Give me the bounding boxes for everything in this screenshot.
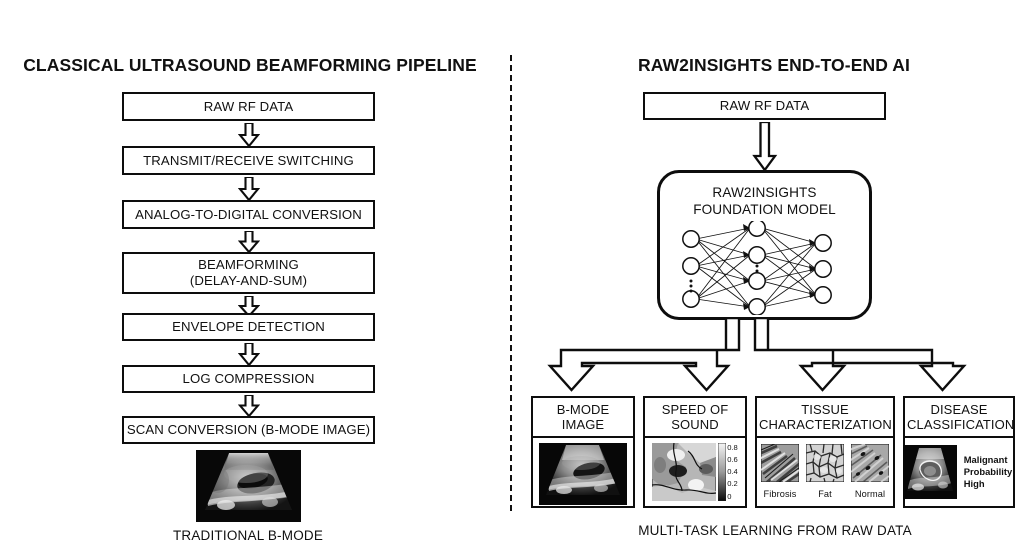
flow-arrow-down-6 bbox=[238, 395, 260, 417]
output-card-disease-classification: DISEASE CLASSIFICATION bbox=[902, 396, 1016, 508]
output-card-title-line2: CLASSIFICATION bbox=[907, 417, 1015, 433]
output-card-title: B-MODE IMAGE bbox=[533, 398, 633, 439]
speed-of-sound-visual: 0.8 0.6 0.4 0.2 0 bbox=[652, 443, 738, 502]
output-card-body: Malignant Probability: High bbox=[902, 438, 1016, 506]
colorbar-tick: 0.4 bbox=[727, 467, 738, 477]
output-card-body: 0.8 0.6 0.4 0.2 0 bbox=[645, 438, 745, 506]
right-panel-caption: MULTI-TASK LEARNING FROM RAW DATA bbox=[638, 523, 912, 538]
pipeline-step-log-compression: LOG COMPRESSION bbox=[122, 365, 375, 393]
colorbar-tick: 0 bbox=[727, 491, 732, 501]
tissue-tile-label: Fat bbox=[818, 489, 832, 500]
neural-network-diagram bbox=[682, 219, 854, 316]
tissue-tile-label: Normal bbox=[854, 489, 886, 500]
tissue-tile-fat: Fat bbox=[805, 443, 845, 500]
segmented-lesion-thumbnail bbox=[902, 445, 957, 500]
colorbar-tick: 0.8 bbox=[727, 443, 738, 453]
pipeline-step-label: TRANSMIT/RECEIVE SWITCHING bbox=[143, 152, 354, 168]
tissue-tile-normal: Normal bbox=[848, 443, 890, 500]
foundation-model-title-line1: RAW2INSIGHTS bbox=[712, 185, 817, 200]
flow-arrow-to-model bbox=[752, 122, 778, 171]
output-card-tissue-characterization: TISSUE CHARACTERIZATION bbox=[755, 396, 895, 508]
tissue-tile-fibrosis: Fibrosis bbox=[758, 443, 800, 500]
branching-arrows bbox=[528, 316, 1018, 400]
flow-arrow-down-4 bbox=[238, 296, 260, 317]
malignancy-readout: Malignant Probability: High bbox=[963, 454, 1016, 489]
output-card-title-line1: B-MODE bbox=[556, 402, 610, 417]
pipeline-step-scan-conversion: SCAN CONVERSION (B-MODE IMAGE) bbox=[122, 416, 375, 444]
ai-input-label: RAW RF DATA bbox=[719, 98, 810, 114]
output-card-title: TISSUE CHARACTERIZATION bbox=[757, 398, 893, 439]
traditional-bmode-image bbox=[196, 450, 301, 522]
pipeline-step-envelope-detection: ENVELOPE DETECTION bbox=[122, 313, 375, 341]
b-mode-thumbnail bbox=[539, 443, 627, 506]
right-panel-title: RAW2INSIGHTS END-TO-END AI bbox=[638, 55, 910, 75]
output-card-title-line1: SPEED OF bbox=[661, 402, 729, 417]
foundation-model-box: RAW2INSIGHTS FOUNDATION MODEL bbox=[657, 170, 872, 320]
output-card-title: DISEASE CLASSIFICATION bbox=[905, 398, 1015, 439]
flow-arrow-down-1 bbox=[238, 123, 260, 147]
colorbar-tick: 0.2 bbox=[727, 479, 738, 489]
output-card-title-line1: DISEASE bbox=[930, 402, 988, 417]
pipeline-step-raw-rf-data: RAW RF DATA bbox=[122, 92, 375, 121]
pipeline-step-label: BEAMFORMING bbox=[198, 257, 299, 273]
tissue-tiles: Fibrosis bbox=[758, 443, 890, 500]
left-panel-caption: TRADITIONAL B-MODE bbox=[172, 528, 324, 543]
pipeline-step-label: ANALOG-TO-DIGITAL CONVERSION bbox=[135, 206, 362, 222]
ai-input-raw-rf-data: RAW RF DATA bbox=[643, 92, 886, 120]
tissue-tile-label: Fibrosis bbox=[763, 489, 797, 500]
foundation-model-title-line2: FOUNDATION MODEL bbox=[693, 201, 836, 217]
output-card-title-line1: TISSUE bbox=[801, 402, 849, 417]
speed-of-sound-map bbox=[652, 443, 717, 502]
colorbar-ticks: 0.8 0.6 0.4 0.2 0 bbox=[727, 443, 738, 501]
output-card-b-mode-image: B-MODE IMAGE bbox=[531, 396, 635, 508]
colorbar-gradient bbox=[718, 443, 727, 502]
output-card-title-line2: IMAGE bbox=[561, 417, 605, 433]
pipeline-step-label: LOG COMPRESSION bbox=[182, 371, 315, 387]
pipeline-step-label: SCAN CONVERSION (B-MODE IMAGE) bbox=[126, 422, 371, 438]
flow-arrow-down-3 bbox=[238, 231, 260, 253]
fibrosis-texture bbox=[758, 443, 800, 484]
normal-texture bbox=[848, 443, 890, 483]
colorbar: 0.8 0.6 0.4 0.2 0 bbox=[718, 443, 738, 502]
output-card-body: Fibrosis bbox=[757, 438, 893, 506]
pipeline-step-beamforming: BEAMFORMING (DELAY-AND-SUM) bbox=[122, 252, 375, 294]
pipeline-step-transmit-receive-switching: TRANSMIT/RECEIVE SWITCHING bbox=[122, 146, 375, 175]
fat-texture bbox=[805, 443, 845, 483]
pipeline-step-sublabel: (DELAY-AND-SUM) bbox=[189, 273, 308, 288]
output-card-title-line2: SOUND bbox=[671, 417, 719, 433]
panel-divider bbox=[510, 55, 512, 511]
pipeline-step-label: RAW RF DATA bbox=[203, 98, 294, 114]
output-card-speed-of-sound: SPEED OF SOUND bbox=[643, 396, 747, 508]
flow-arrow-down-2 bbox=[238, 177, 260, 201]
output-card-body bbox=[533, 438, 633, 510]
flow-arrow-down-5 bbox=[238, 343, 260, 366]
colorbar-tick: 0.6 bbox=[727, 455, 738, 465]
pipeline-step-analog-to-digital-conversion: ANALOG-TO-DIGITAL CONVERSION bbox=[122, 200, 375, 229]
output-card-title: SPEED OF SOUND bbox=[645, 398, 745, 439]
left-panel-title: CLASSICAL ULTRASOUND BEAMFORMING PIPELIN… bbox=[23, 55, 477, 75]
disease-result: Malignant Probability: High bbox=[902, 445, 1016, 500]
pipeline-step-label: ENVELOPE DETECTION bbox=[172, 319, 325, 335]
output-card-title-line2: CHARACTERIZATION bbox=[759, 417, 892, 433]
foundation-model-title: RAW2INSIGHTS FOUNDATION MODEL bbox=[660, 185, 869, 218]
